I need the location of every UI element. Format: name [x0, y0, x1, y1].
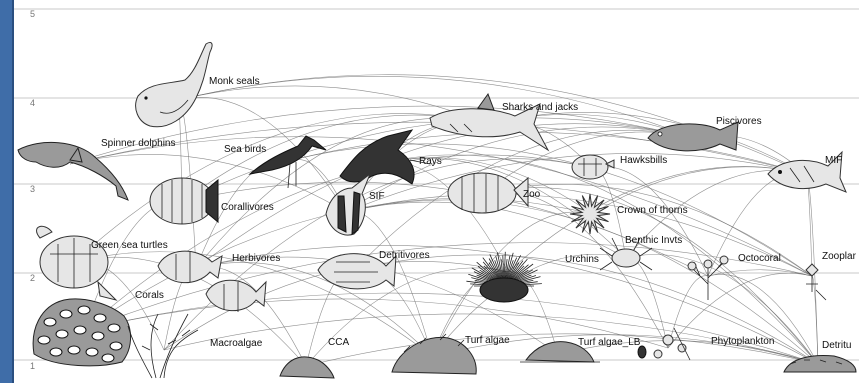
label-monk-seals: Monk seals — [209, 76, 260, 87]
trophic-link — [626, 258, 668, 348]
trophic-link — [806, 174, 812, 276]
label-octocoral: Octocoral — [738, 253, 781, 264]
turf-algae-rock-icon — [392, 334, 476, 374]
label-cca: CCA — [328, 337, 349, 348]
octocoral-icon — [688, 256, 728, 300]
label-crown-of-thorns: Crown of thorns — [617, 205, 688, 216]
label-zooplankton: Zooplar — [822, 251, 857, 262]
hawksbill-turtle-icon — [572, 155, 614, 179]
label-detritivores: Detritivores — [379, 250, 430, 261]
label-piscivores: Piscivores — [716, 116, 762, 127]
label-benthic-invts: Benthic Invts — [625, 235, 682, 246]
species-icons — [18, 42, 856, 378]
zooplankton-icon — [806, 264, 826, 300]
trophic-link — [812, 276, 818, 364]
sergeant-fish-icon — [448, 173, 528, 213]
label-corallivores: Corallivores — [221, 202, 274, 213]
trophic-level-axis: 5 4 3 2 1 — [14, 9, 859, 371]
moorish-idol-icon — [326, 174, 370, 235]
level-label-5: 5 — [30, 9, 35, 19]
label-turf-algae: Turf algae — [465, 335, 510, 346]
green-sea-turtle-icon — [37, 226, 116, 300]
label-green-sea-turtles: Green sea turtles — [91, 240, 168, 251]
label-turf-algae-lb: Turf algae_LB — [578, 337, 641, 348]
label-hawksbills: Hawksbills — [620, 155, 667, 166]
label-phytoplankton: Phytoplankton — [711, 336, 774, 347]
label-sif: SIF — [369, 191, 385, 202]
crown-of-thorns-icon — [570, 194, 610, 234]
label-macroalgae: Macroalgae — [210, 338, 263, 349]
level-label-4: 4 — [30, 98, 35, 108]
label-urchins: Urchins — [565, 254, 599, 265]
label-herbivores: Herbivores — [232, 253, 280, 264]
label-corals: Corals — [135, 290, 164, 301]
trophic-link — [196, 267, 306, 366]
level-label-3: 3 — [30, 184, 35, 194]
label-detritus: Detritu — [822, 340, 851, 351]
label-sharks-and-jacks: Sharks and jacks — [502, 102, 578, 113]
macroalgae-icon — [128, 314, 198, 378]
label-mif: MIF — [825, 155, 842, 166]
label-rays: Rays — [419, 156, 442, 167]
level-label-2: 2 — [30, 273, 35, 283]
label-zoo: Zoo — [523, 189, 541, 200]
level-label-1: 1 — [30, 361, 35, 371]
butterflyfish-icon — [150, 178, 218, 224]
surgeonfish-icon — [206, 280, 266, 312]
label-spinner-dolphins: Spinner dolphins — [101, 138, 176, 149]
monk-seal-icon — [136, 42, 212, 126]
sea-urchin-icon — [466, 252, 542, 302]
label-sea-birds: Sea birds — [224, 144, 266, 155]
